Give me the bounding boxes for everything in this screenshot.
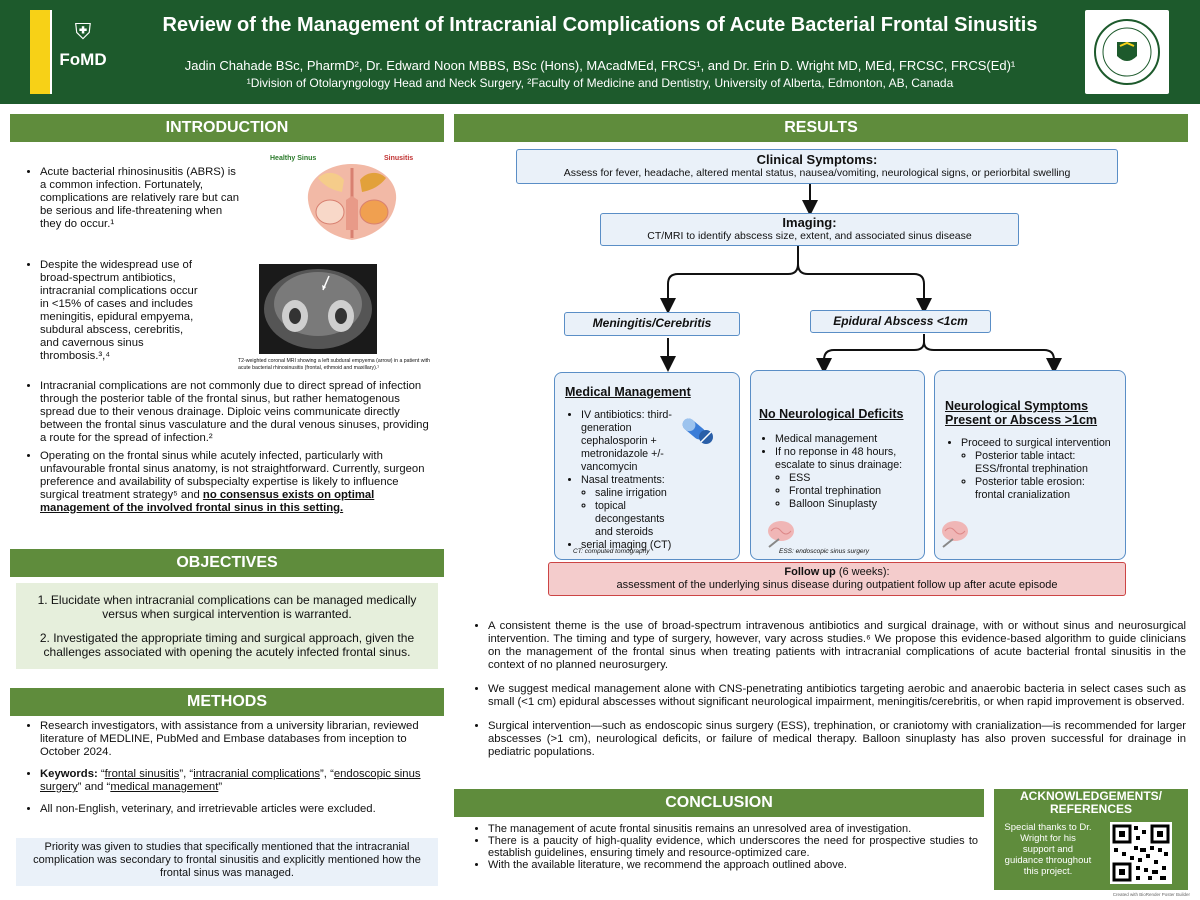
- med-topical: topical decongestants and steroids: [595, 500, 685, 539]
- med-iv: IV antibiotics: third-generation cephalo…: [581, 409, 685, 474]
- imaging-text: CT/MRI to identify abscess size, extent,…: [647, 230, 972, 242]
- medical-management-list: IV antibiotics: third-generation cephalo…: [565, 409, 685, 552]
- methods-list: Research investigators, with assistance …: [22, 720, 437, 816]
- pill-icon: [682, 418, 713, 444]
- epidural-label: Epidural Abscess <1cm: [833, 314, 968, 328]
- poster-header: [0, 0, 1200, 104]
- fig-label-sinusitis: Sinusitis: [384, 155, 413, 162]
- ack-heading: ACKNOWLEDGEMENTS/ REFERENCES: [1020, 789, 1162, 816]
- conclusion-heading: CONCLUSION: [454, 789, 984, 817]
- results-heading: RESULTS: [454, 114, 1188, 142]
- meningitis-label: Meningitis/Cerebritis: [592, 316, 712, 330]
- keywords-label: Keywords:: [40, 768, 98, 780]
- imaging-box: Imaging: CT/MRI to identify abscess size…: [600, 213, 1019, 246]
- imaging-title: Imaging:: [782, 215, 837, 230]
- clinical-title: Clinical Symptoms:: [756, 152, 878, 167]
- university-seal-icon: [1085, 10, 1169, 94]
- follow-up-text: assessment of the underlying sinus disea…: [616, 579, 1058, 591]
- clinical-text: Assess for fever, headache, altered ment…: [563, 167, 1071, 179]
- flowchart-connectors: [660, 184, 1062, 374]
- med-footnote: CT: computed tomography: [573, 548, 650, 555]
- neuro-card: Neurological Symptoms Present or Abscess…: [934, 370, 1126, 560]
- intro-text-3: Intracranial complications are not commo…: [40, 380, 437, 445]
- footer-credit: Created with BioRender Poster Builder: [1112, 892, 1190, 897]
- priority-box: Priority was given to studies that speci…: [16, 838, 438, 886]
- nn-item-1: Medical management: [775, 433, 916, 446]
- neuro-list: Proceed to surgical intervention Posteri…: [945, 437, 1117, 502]
- mri-image: [259, 264, 377, 354]
- results-para-1: A consistent theme is the use of broad-s…: [488, 620, 1186, 672]
- intro-bullet-3: Intracranial complications are not commo…: [22, 380, 437, 445]
- affiliations: ¹Division of Otolaryngology Head and Nec…: [246, 76, 954, 90]
- logo-text: FoMD: [59, 50, 107, 69]
- nn-item-2: If no reponse in 48 hours, escalate to s…: [775, 446, 903, 471]
- qr-code-icon[interactable]: [1110, 822, 1172, 884]
- no-neuro-list: Medical management If no reponse in 48 h…: [759, 433, 916, 511]
- mri-caption: T2-weighted coronal MRI showing a left s…: [238, 358, 431, 371]
- intro-bullet-2: Despite the widespread use of broad-spec…: [22, 259, 202, 363]
- authors: Jadin Chahade BSc, PharmD², Dr. Edward N…: [184, 58, 1016, 73]
- objectives-heading: OBJECTIVES: [10, 549, 444, 577]
- results-para-3: Surgical intervention—such as endoscopic…: [488, 720, 1186, 759]
- brain-icon-2: [942, 521, 968, 548]
- medical-management-card: Medical Management IV antibiotics: third…: [554, 372, 740, 560]
- neuro-title: Neurological Symptoms Present or Abscess…: [945, 399, 1098, 427]
- conclusion-item-2: There is a paucity of high-quality evide…: [488, 835, 978, 859]
- methods-item-1: Research investigators, with assistance …: [40, 720, 437, 759]
- meningitis-box: Meningitis/Cerebritis: [564, 312, 740, 336]
- keyword-4: medical management: [110, 781, 219, 793]
- poster-title: Review of the Management of Intracranial…: [162, 14, 1038, 36]
- ack-text: Special thanks to Dr. Wright for his sup…: [1004, 822, 1092, 877]
- clinical-symptoms-box: Clinical Symptoms: Assess for fever, hea…: [516, 149, 1118, 184]
- conclusion-list: The management of acute frontal sinusiti…: [470, 823, 978, 871]
- med-serial: serial imaging (CT): [581, 539, 685, 552]
- intro-bullet-1: Acute bacterial rhinosinusitis (ABRS) is…: [22, 166, 244, 231]
- ne-item-1: Proceed to surgical intervention: [961, 437, 1111, 449]
- fomd-logo: ⛨ FoMD: [50, 10, 114, 94]
- brain-icon: [768, 521, 794, 548]
- intro-text-4: Operating on the frontal sinus while acu…: [40, 450, 425, 501]
- nn-balloon: Balloon Sinuplasty: [789, 498, 916, 511]
- medical-management-title: Medical Management: [565, 385, 691, 399]
- conclusion-item-1: The management of acute frontal sinusiti…: [488, 823, 978, 835]
- med-saline: saline irrigation: [595, 487, 685, 500]
- objective-1: 1. Elucidate when intracranial complicat…: [37, 593, 417, 621]
- epidural-box: Epidural Abscess <1cm: [810, 310, 991, 333]
- methods-item-3: All non-English, veterinary, and irretri…: [40, 803, 437, 816]
- methods-heading: METHODS: [10, 688, 444, 716]
- results-discussion: A consistent theme is the use of broad-s…: [470, 620, 1186, 759]
- follow-up-box: Follow up (6 weeks): assessment of the u…: [548, 562, 1126, 596]
- fig-label-healthy: Healthy Sinus: [270, 155, 316, 162]
- med-nasal: Nasal treatments:: [581, 474, 665, 486]
- conclusion-item-3: With the available literature, we recomm…: [488, 859, 978, 871]
- sinus-figure: Healthy Sinus Sinusitis: [266, 150, 438, 244]
- objectives-box: 1. Elucidate when intracranial complicat…: [16, 583, 438, 669]
- ne-item-3: Posterior table erosion: frontal cranial…: [975, 476, 1117, 502]
- results-para-2: We suggest medical management alone with…: [488, 683, 1186, 709]
- no-neuro-card: No Neurological Deficits Medical managem…: [750, 370, 925, 560]
- no-neuro-title: No Neurological Deficits: [759, 407, 904, 421]
- keyword-2: intracranial complications: [193, 768, 321, 780]
- intro-bullet-4: Operating on the frontal sinus while acu…: [22, 450, 437, 515]
- intro-text-2: Despite the widespread use of broad-spec…: [40, 259, 202, 363]
- intro-text-4-emphasis: no consensus exists on optimal managemen…: [40, 489, 375, 514]
- nn-footnote: ESS: endoscopic sinus surgery: [779, 548, 869, 555]
- nn-ess: ESS: [789, 472, 916, 485]
- keyword-3: endoscopic sinus surgery: [40, 768, 421, 793]
- crest-icon: ⛨: [74, 19, 92, 44]
- follow-up-weeks: (6 weeks):: [838, 566, 890, 578]
- nn-trephination: Frontal trephination: [789, 485, 916, 498]
- methods-item-keywords: Keywords: “frontal sinusitis”, “intracra…: [40, 768, 437, 794]
- follow-up-title: Follow up: [784, 566, 836, 578]
- objective-2: 2. Investigated the appropriate timing a…: [39, 631, 415, 659]
- intro-text-1: Acute bacterial rhinosinusitis (ABRS) is…: [40, 166, 244, 231]
- logo-yellow-stripe: [30, 10, 50, 94]
- keyword-1: frontal sinusitis: [104, 768, 180, 780]
- introduction-heading: INTRODUCTION: [10, 114, 444, 142]
- ne-item-2: Posterior table intact: ESS/frontal trep…: [975, 450, 1117, 476]
